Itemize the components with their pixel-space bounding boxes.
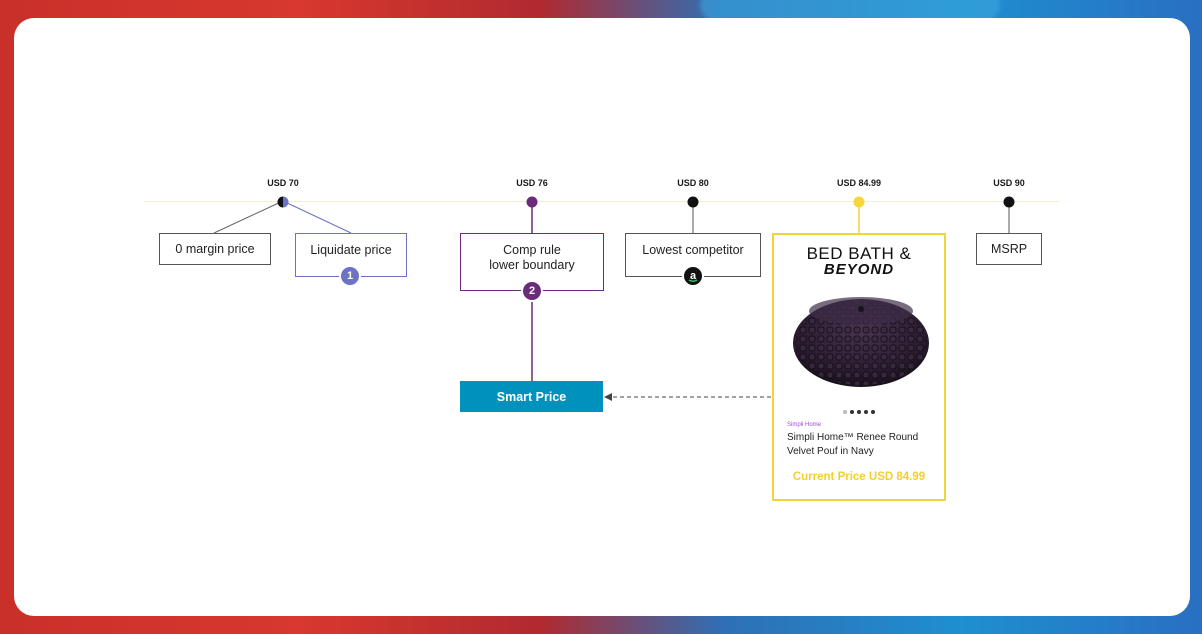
pouf-product-image [793, 297, 929, 387]
price-label-90: USD 90 [993, 178, 1025, 188]
price-label-84-99: USD 84.99 [836, 178, 882, 188]
product-name[interactable]: Simpli Home™ Renee Round Velvet Pouf in … [787, 432, 919, 457]
timeline-dot-80 [687, 196, 699, 208]
price-label-70: USD 70 [267, 178, 299, 188]
amazon-icon: a [682, 265, 704, 287]
connector-lines [213, 200, 1010, 401]
pager-dot[interactable] [864, 410, 868, 414]
smart-price-box: Smart Price [460, 381, 603, 412]
comp-rule-line1: Comp rule [503, 243, 561, 257]
timeline-dot-76 [526, 196, 538, 208]
bed-bath-beyond-logo: BED BATH & BEYOND [774, 245, 944, 277]
timeline-line [144, 201, 1060, 202]
diagram-card: USD 70 USD 76 USD 80 USD 84.99 USD 90 0 … [14, 18, 1190, 616]
product-card[interactable]: BED BATH & BEYOND [772, 233, 946, 501]
timeline-dot-84-99 [853, 196, 865, 208]
pager-dot[interactable] [850, 410, 854, 414]
comp-rule-line2: lower boundary [489, 258, 575, 272]
pager-dot[interactable] [871, 410, 875, 414]
product-current-price: Current Price USD 84.99 [792, 471, 926, 483]
liquidate-price-label: Liquidate price [310, 243, 392, 257]
svg-text:a: a [690, 270, 697, 282]
msrp-box: MSRP [976, 233, 1042, 265]
price-label-76: USD 76 [516, 178, 548, 188]
pager-dot[interactable] [843, 410, 847, 414]
product-brand[interactable]: Simpli Home [787, 422, 822, 428]
image-pager[interactable] [774, 410, 944, 414]
pager-dot[interactable] [857, 410, 861, 414]
timeline-dot-70 [277, 196, 289, 208]
comp-rule-step-badge: 2 [521, 280, 543, 302]
lowest-competitor-label: Lowest competitor [642, 243, 744, 257]
msrp-label: MSRP [990, 241, 1028, 256]
logo-line1: BED BATH & [806, 244, 912, 263]
zero-margin-price-box: 0 margin price [159, 233, 271, 265]
price-label-80: USD 80 [677, 178, 709, 188]
lowest-competitor-box: Lowest competitor [625, 233, 761, 277]
logo-line2: BEYOND [823, 261, 895, 278]
liquidate-step-badge: 1 [339, 265, 361, 287]
zero-margin-price-label: 0 margin price [175, 241, 255, 256]
timeline-dot-90 [1003, 196, 1015, 208]
